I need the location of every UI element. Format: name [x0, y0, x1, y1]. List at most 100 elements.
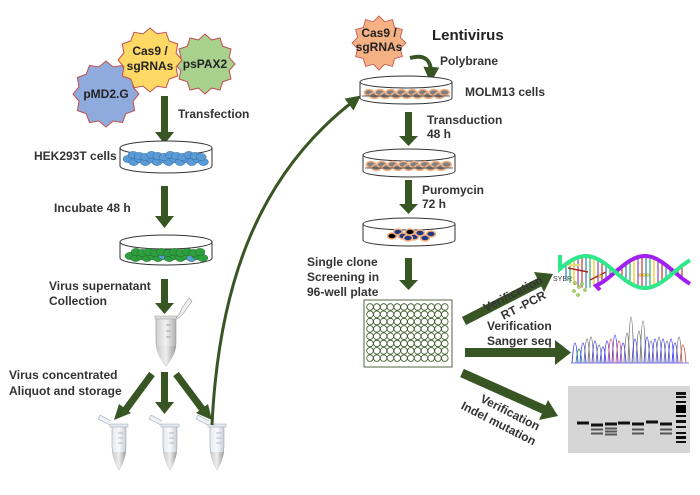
chromatogram-peak [663, 340, 671, 364]
plate-well [434, 347, 442, 355]
plate-well [393, 347, 401, 355]
chromatogram-peak [679, 344, 687, 364]
plate-well [407, 317, 415, 326]
plate-well [386, 332, 395, 340]
label-hek293t-cells: HEK293T cells [34, 149, 117, 163]
sybr-dye-molecule [573, 281, 577, 285]
plate-well [441, 310, 449, 318]
sybr-dye-bound [638, 273, 642, 277]
plate-well [393, 339, 401, 348]
gel-band [646, 420, 658, 424]
plate-well [400, 325, 408, 333]
chromatogram-peak [635, 330, 643, 364]
plate-well [413, 317, 422, 326]
label-puromycin-time: 72 h [422, 197, 446, 211]
label-aliquot-storage: Aliquot and storage [9, 384, 122, 398]
plate-well [386, 347, 395, 355]
label-puromycin: Puromycin [422, 183, 484, 197]
plasmid-cas9-label-line1: Cas9 / [132, 44, 168, 58]
chromatogram-peak [615, 340, 623, 364]
plate-well [400, 303, 408, 311]
tube-tip [163, 452, 177, 470]
gel-band [591, 428, 603, 431]
plate-well [427, 317, 435, 326]
plasmid-pmd2g-star: pMD2.G [72, 60, 140, 128]
gel-band [618, 421, 630, 425]
plate-well [427, 347, 435, 355]
chromatogram-peak [611, 334, 619, 364]
chromatogram-peak [607, 338, 615, 364]
tube-aliquot [97, 414, 129, 471]
chromatogram-peak [675, 336, 683, 364]
label-sanger-seq: Sanger seq [487, 334, 552, 348]
plate-well [386, 310, 395, 318]
chromatogram-peak [647, 340, 655, 364]
chromatogram-peak [655, 336, 663, 364]
primer-strand [567, 267, 589, 273]
plate-well [427, 310, 435, 318]
label-verification-sanger: Verification [487, 319, 552, 333]
label-sybr: SYBR [553, 276, 572, 283]
chromatogram-peak [583, 338, 591, 364]
arrow-supernatant [155, 279, 174, 314]
plate-well [366, 354, 374, 362]
plate-well [373, 317, 381, 326]
sybr-dye-molecule [580, 282, 584, 286]
plate-well [420, 347, 429, 355]
plate-well [379, 310, 388, 318]
plate-well [434, 332, 442, 340]
plate-well [427, 354, 435, 362]
plate-well [420, 339, 429, 348]
primer-strand [589, 271, 607, 281]
plate-well [373, 347, 381, 355]
plate-well [427, 325, 435, 333]
gel-band [632, 422, 644, 426]
plate-well [379, 303, 388, 311]
chromatogram-peak [603, 340, 611, 364]
plasmid-cas9-label-line2: sgRNAs [127, 59, 174, 73]
gel-band [660, 432, 672, 435]
tube-rim [109, 423, 129, 428]
arrow-puromycin [399, 180, 418, 214]
plate-well [434, 310, 442, 318]
lenti-star-line1: Cas9 / [361, 26, 397, 40]
chromatogram-peak [659, 338, 667, 364]
gel-ladder-band [676, 441, 686, 443]
gel-ladder-band [676, 432, 686, 434]
gel-band [605, 427, 617, 430]
arrow-transduction [399, 112, 418, 146]
sybr-dye-bound [576, 263, 580, 267]
plate-well [366, 339, 374, 348]
chromatogram-peak [643, 336, 651, 364]
plate-well [407, 354, 415, 362]
dna-strand-green [558, 253, 692, 290]
arrow-virus-to-molm13 [210, 95, 361, 426]
arrow-polybrane [409, 54, 440, 83]
plate-well [407, 310, 415, 318]
sybr-dye-molecule [583, 288, 587, 292]
label-screening-in: Screening in [307, 270, 379, 284]
tube-tip [210, 452, 224, 470]
tube-cap [195, 414, 210, 426]
plate-well [400, 332, 408, 340]
plate-well [441, 339, 449, 348]
plate-well [373, 303, 381, 311]
plate-well [413, 332, 422, 340]
arrow-to-plate [399, 258, 418, 290]
gel-band [660, 428, 672, 431]
plate-well [420, 317, 429, 326]
lenti-star-line2: sgRNAs [356, 40, 403, 54]
gel-band [660, 422, 672, 426]
dish-hek293t [119, 140, 213, 174]
plate-well [427, 303, 435, 311]
plate-well [420, 303, 429, 311]
plate-well [434, 317, 442, 326]
plate-well [413, 303, 422, 311]
arrow-verification-indel [460, 368, 558, 420]
gel-band [605, 430, 617, 433]
molm13-cell [439, 88, 450, 97]
plate-well [400, 354, 408, 362]
plate-well [379, 325, 388, 333]
plate-well [393, 354, 401, 362]
sybr-dye-bound [572, 263, 576, 267]
